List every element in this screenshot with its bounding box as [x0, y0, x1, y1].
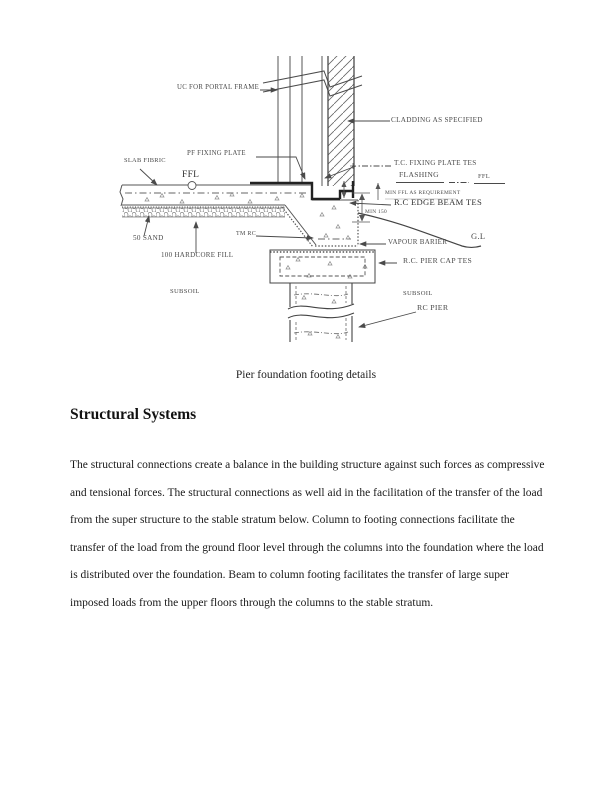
- centerlines: [125, 192, 351, 240]
- label-tm-rc: TM RC: [236, 231, 257, 237]
- label-ground-level: G.L: [471, 231, 486, 241]
- pier-cap: [269, 249, 376, 284]
- sand-hardcore-band: [122, 207, 285, 218]
- label-ffl-left: FFL: [182, 170, 200, 180]
- label-slab-fabric: SLAB FIBRIC: [124, 157, 166, 164]
- label-min-ffl-requirement: MIN FFL AS REQUIREMENT: [385, 190, 461, 196]
- label-flashing: FLASHING: [399, 170, 439, 179]
- label-uc-portal-frame: UC FOR PORTAL FRAME: [177, 84, 260, 91]
- label-min-150: MIN 150: [365, 209, 388, 215]
- ground-line: [357, 212, 482, 249]
- label-subsoil-right: SUBSOIL: [403, 290, 433, 297]
- label-ffl-right: FFL: [478, 173, 490, 180]
- drawing-linework: [119, 56, 505, 342]
- section-heading: Structural Systems: [70, 406, 197, 423]
- label-pf-fixing-plate: PF FIXING PLATE: [187, 150, 246, 157]
- body-paragraph: The structural connections create a bala…: [70, 459, 545, 609]
- leader-lines: [139, 87, 505, 329]
- fixing-plate-profile: [250, 181, 355, 201]
- label-hardcore-fill: 100 HARDCORE FILL: [161, 251, 234, 259]
- label-rc-pier-cap: R.C. PIER CAP TES: [403, 256, 473, 265]
- label-subsoil-left: SUBSOIL: [170, 288, 200, 295]
- label-rc-pier: RC PIER: [417, 303, 449, 312]
- label-sand-50: 50 SAND: [133, 234, 164, 242]
- dimension-lines: [341, 181, 381, 223]
- label-cladding: CLADDING AS SPECIFIED: [391, 116, 483, 124]
- label-rc-edge-beam: R.C EDGE BEAM TES: [394, 197, 483, 207]
- label-vapour-barrier: VAPOUR BARIER: [388, 238, 448, 246]
- label-tc-fixing-plate: T.C. FIXING PLATE TES: [394, 159, 477, 167]
- uc-column-lines: [277, 56, 323, 186]
- ffl-marker-circle: [187, 181, 197, 190]
- break-lines-top: [262, 70, 363, 97]
- pier: [287, 283, 355, 342]
- figure-caption: Pier foundation footing details: [235, 369, 377, 381]
- pier-foundation-drawing: UC FOR PORTAL FRAME CLADDING AS SPECIFIE…: [100, 50, 515, 345]
